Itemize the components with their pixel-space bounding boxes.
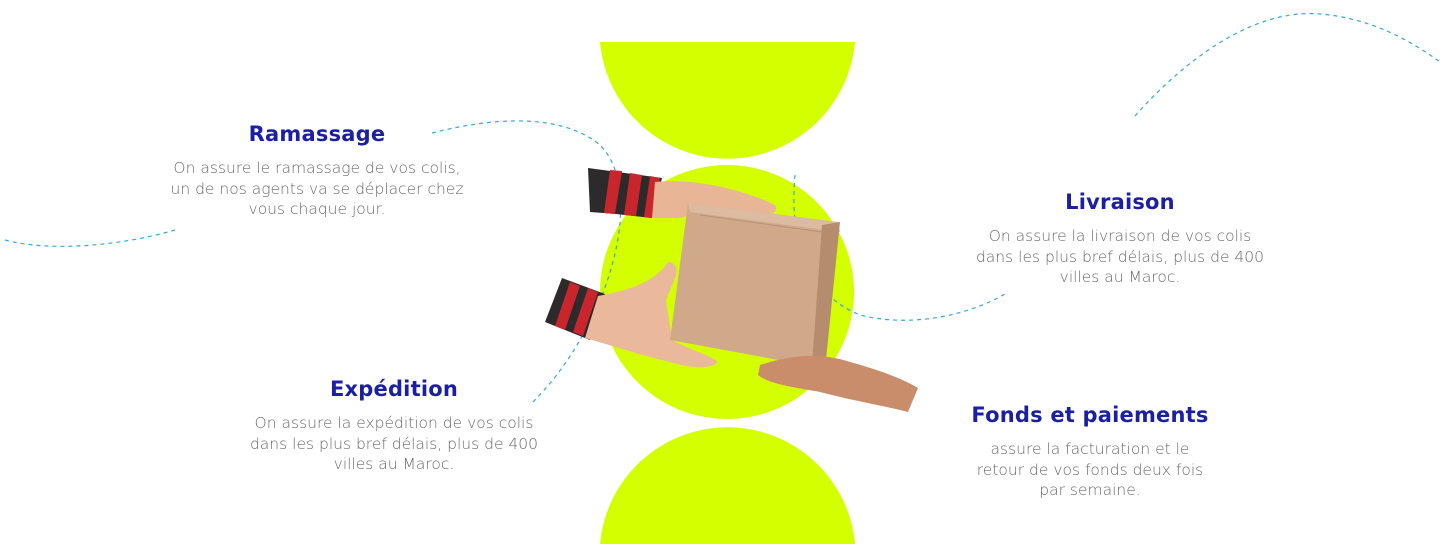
- feature-description-expedition: On assure la expédition de vos colis dan…: [236, 413, 552, 475]
- feature-ramassage: Ramassage On assure le ramassage de vos …: [152, 122, 482, 220]
- feature-line: vous chaque jour.: [248, 200, 386, 218]
- hands-passing-box-icon: [545, 168, 918, 412]
- feature-line: On assure la livraison de vos colis: [988, 227, 1252, 245]
- dashed-line-left: [4, 229, 176, 247]
- feature-line: retour de vos fonds deux fois: [976, 460, 1204, 479]
- dashed-line-top-right: [1134, 12, 1440, 117]
- feature-line: villes au Maroc.: [333, 455, 455, 473]
- lower-hand: [585, 262, 718, 368]
- feature-line: On assure le ramassage de vos colis,: [173, 159, 461, 177]
- feature-line: un de nos agents va se déplacer chez: [170, 179, 464, 198]
- upper-hand: [652, 181, 777, 218]
- feature-description-ramassage: On assure le ramassage de vos colis, un …: [152, 158, 482, 220]
- feature-line: dans les plus bref délais, plus de 400: [249, 434, 539, 453]
- cardboard-box: [670, 203, 840, 368]
- feature-title-ramassage: Ramassage: [248, 122, 386, 146]
- feature-description-livraison: On assure la livraison de vos colis dans…: [950, 226, 1290, 288]
- feature-livraison: Livraison On assure la livraison de vos …: [950, 190, 1290, 288]
- feature-line: dans les plus bref délais, plus de 400: [975, 247, 1265, 266]
- lime-top-semicircle: [600, 42, 855, 159]
- feature-title-expedition: Expédition: [329, 377, 458, 401]
- feature-line: assure la facturation et le: [990, 440, 1190, 458]
- feature-line: par semaine.: [1039, 481, 1141, 499]
- feature-title-fonds-paiements: Fonds et paiements: [971, 403, 1209, 427]
- lime-bottom-semicircle: [600, 427, 855, 544]
- feature-title-livraison: Livraison: [1065, 190, 1175, 214]
- right-hand: [758, 355, 918, 412]
- feature-expedition: Expédition On assure la expédition de vo…: [236, 377, 552, 475]
- feature-description-fonds-paiements: assure la facturation et le retour de vo…: [954, 439, 1226, 501]
- feature-line: villes au Maroc.: [1059, 268, 1181, 286]
- feature-fonds-paiements: Fonds et paiements assure la facturation…: [954, 403, 1226, 501]
- feature-line: On assure la expédition de vos colis: [254, 414, 534, 432]
- upper-sleeve: [588, 168, 662, 218]
